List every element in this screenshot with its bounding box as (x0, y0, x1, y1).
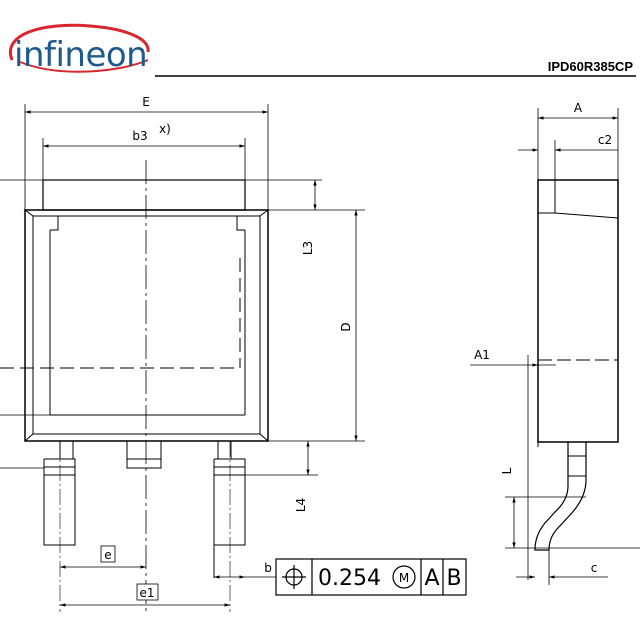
part-number: IPD60R385CP (548, 59, 634, 74)
label-box-e (100, 545, 116, 563)
package-body-outline (24, 209, 269, 442)
tolerance-value: 0.254 (318, 566, 381, 591)
dimensions-side (470, 108, 640, 585)
feature-control-frame: 0.254 M A B (275, 558, 467, 596)
side-lead (534, 442, 587, 551)
lead-center-stub (126, 440, 162, 469)
position-symbol-icon (282, 565, 306, 589)
dim-label-E: E (142, 95, 150, 109)
infineon-logo: infineon (8, 23, 150, 75)
lead-left-stub (59, 440, 74, 460)
label-box-e1 (136, 583, 159, 601)
dim-label-e: e (104, 548, 111, 562)
dim-label-c: c (591, 561, 598, 575)
lead-left (43, 474, 76, 546)
dim-label-L3: L3 (301, 241, 315, 255)
side-body (537, 179, 619, 443)
datum-A: A (424, 566, 439, 591)
leads-front (43, 440, 246, 612)
mmc-modifier: M (399, 571, 409, 585)
dim-label-D: D (339, 322, 353, 331)
dim-label-e1: e1 (139, 586, 154, 600)
mmc-modifier-icon (392, 565, 416, 589)
dim-label-A: A (574, 101, 583, 115)
datum-B: B (446, 566, 461, 591)
lead-right (213, 474, 246, 546)
dim-label-b3-note: x) (159, 122, 171, 136)
dim-label-b3: b3 (132, 129, 147, 143)
heatsink-tab (42, 179, 246, 211)
front-view (0, 160, 270, 612)
dim-label-A1: A1 (474, 348, 490, 362)
logo-text: infineon (14, 35, 147, 75)
side-view (534, 179, 619, 551)
dim-label-L: L (500, 467, 514, 474)
dim-label-b: b (264, 561, 272, 575)
dim-label-c2: c2 (598, 133, 612, 147)
dimensions-front (0, 104, 365, 607)
lead-right-stub (217, 440, 232, 460)
dim-label-L4: L4 (294, 498, 308, 512)
